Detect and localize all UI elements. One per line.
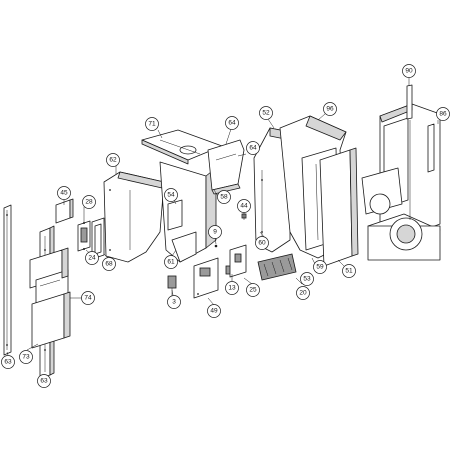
callout-64-side: 64 (246, 141, 260, 155)
svg-text:86: 86 (439, 111, 447, 118)
front-cover-part (103, 171, 165, 263)
svg-text:53: 53 (303, 276, 311, 283)
callout-3: 3 (167, 295, 181, 309)
svg-text:63: 63 (40, 378, 48, 385)
stove-main-unit-part (361, 103, 441, 261)
svg-text:74: 74 (84, 295, 92, 302)
callout-59: 59 (313, 260, 327, 274)
svg-text:58: 58 (220, 194, 228, 201)
callout-64-top: 64 (225, 116, 239, 130)
svg-text:44: 44 (240, 203, 248, 210)
svg-text:60: 60 (258, 240, 266, 247)
callout-49: 49 (207, 304, 221, 318)
callout-24: 24 (85, 251, 99, 265)
side-rail-part (3, 204, 12, 356)
svg-text:45: 45 (60, 190, 68, 197)
frame-68-part (91, 217, 105, 260)
side-panel-stack-part (29, 247, 71, 349)
callout-86: 86 (436, 107, 450, 121)
callout-51: 51 (342, 264, 356, 278)
bracket-assembly-part (77, 220, 91, 252)
callout-68: 68 (102, 257, 116, 271)
callout-96: 96 (323, 102, 337, 116)
callout-63-left: 63 (1, 355, 15, 369)
svg-text:49: 49 (210, 308, 218, 315)
svg-text:51: 51 (345, 268, 353, 275)
svg-text:64: 64 (249, 145, 257, 152)
callout-62: 62 (106, 153, 120, 167)
svg-text:3: 3 (172, 299, 176, 306)
callout-90: 90 (402, 64, 416, 78)
svg-text:9: 9 (213, 229, 217, 236)
callout-13: 13 (225, 281, 239, 295)
control-board-part (193, 257, 219, 299)
callout-53: 53 (300, 272, 314, 286)
callout-bubbles: 90 86 96 52 64 64 71 62 45 28 54 58 44 6… (1, 64, 450, 388)
svg-text:64: 64 (228, 120, 236, 127)
right-rail-part (427, 123, 435, 173)
callout-71: 71 (145, 117, 159, 131)
svg-text:63: 63 (4, 359, 12, 366)
svg-text:90: 90 (405, 68, 413, 75)
panel-25-part (229, 244, 247, 278)
callout-25: 25 (246, 283, 260, 297)
callout-74: 74 (81, 291, 95, 305)
callout-45: 45 (57, 186, 71, 200)
side-panel-51-part (319, 147, 359, 267)
svg-text:25: 25 (249, 287, 257, 294)
callout-63-bottom: 63 (37, 374, 51, 388)
svg-text:20: 20 (299, 290, 307, 297)
svg-text:54: 54 (167, 192, 175, 199)
callout-73: 73 (19, 350, 33, 364)
svg-text:71: 71 (148, 121, 156, 128)
svg-text:13: 13 (228, 285, 236, 292)
sensor-3-part (167, 275, 177, 296)
callout-58: 58 (217, 190, 231, 204)
top-pipe-part (406, 84, 413, 120)
svg-text:73: 73 (22, 354, 30, 361)
svg-text:62: 62 (109, 157, 117, 164)
svg-text:28: 28 (85, 199, 93, 206)
svg-text:96: 96 (326, 106, 334, 113)
top-bracket-part (207, 139, 245, 195)
callout-54: 54 (164, 188, 178, 202)
panel-45-part (55, 198, 74, 224)
heater-element-part (257, 253, 297, 281)
svg-text:61: 61 (167, 259, 175, 266)
callout-52: 52 (259, 106, 273, 120)
screw-44-part (241, 212, 247, 220)
callout-20: 20 (296, 286, 310, 300)
svg-text:24: 24 (88, 255, 96, 262)
svg-text:52: 52 (262, 110, 270, 117)
callout-28: 28 (82, 195, 96, 209)
svg-text:59: 59 (316, 264, 324, 271)
hopper-body-part (159, 161, 217, 263)
callout-60: 60 (255, 236, 269, 250)
svg-text:68: 68 (105, 261, 113, 268)
callout-44: 44 (237, 199, 251, 213)
callout-61: 61 (164, 255, 178, 269)
callout-9: 9 (208, 225, 222, 239)
